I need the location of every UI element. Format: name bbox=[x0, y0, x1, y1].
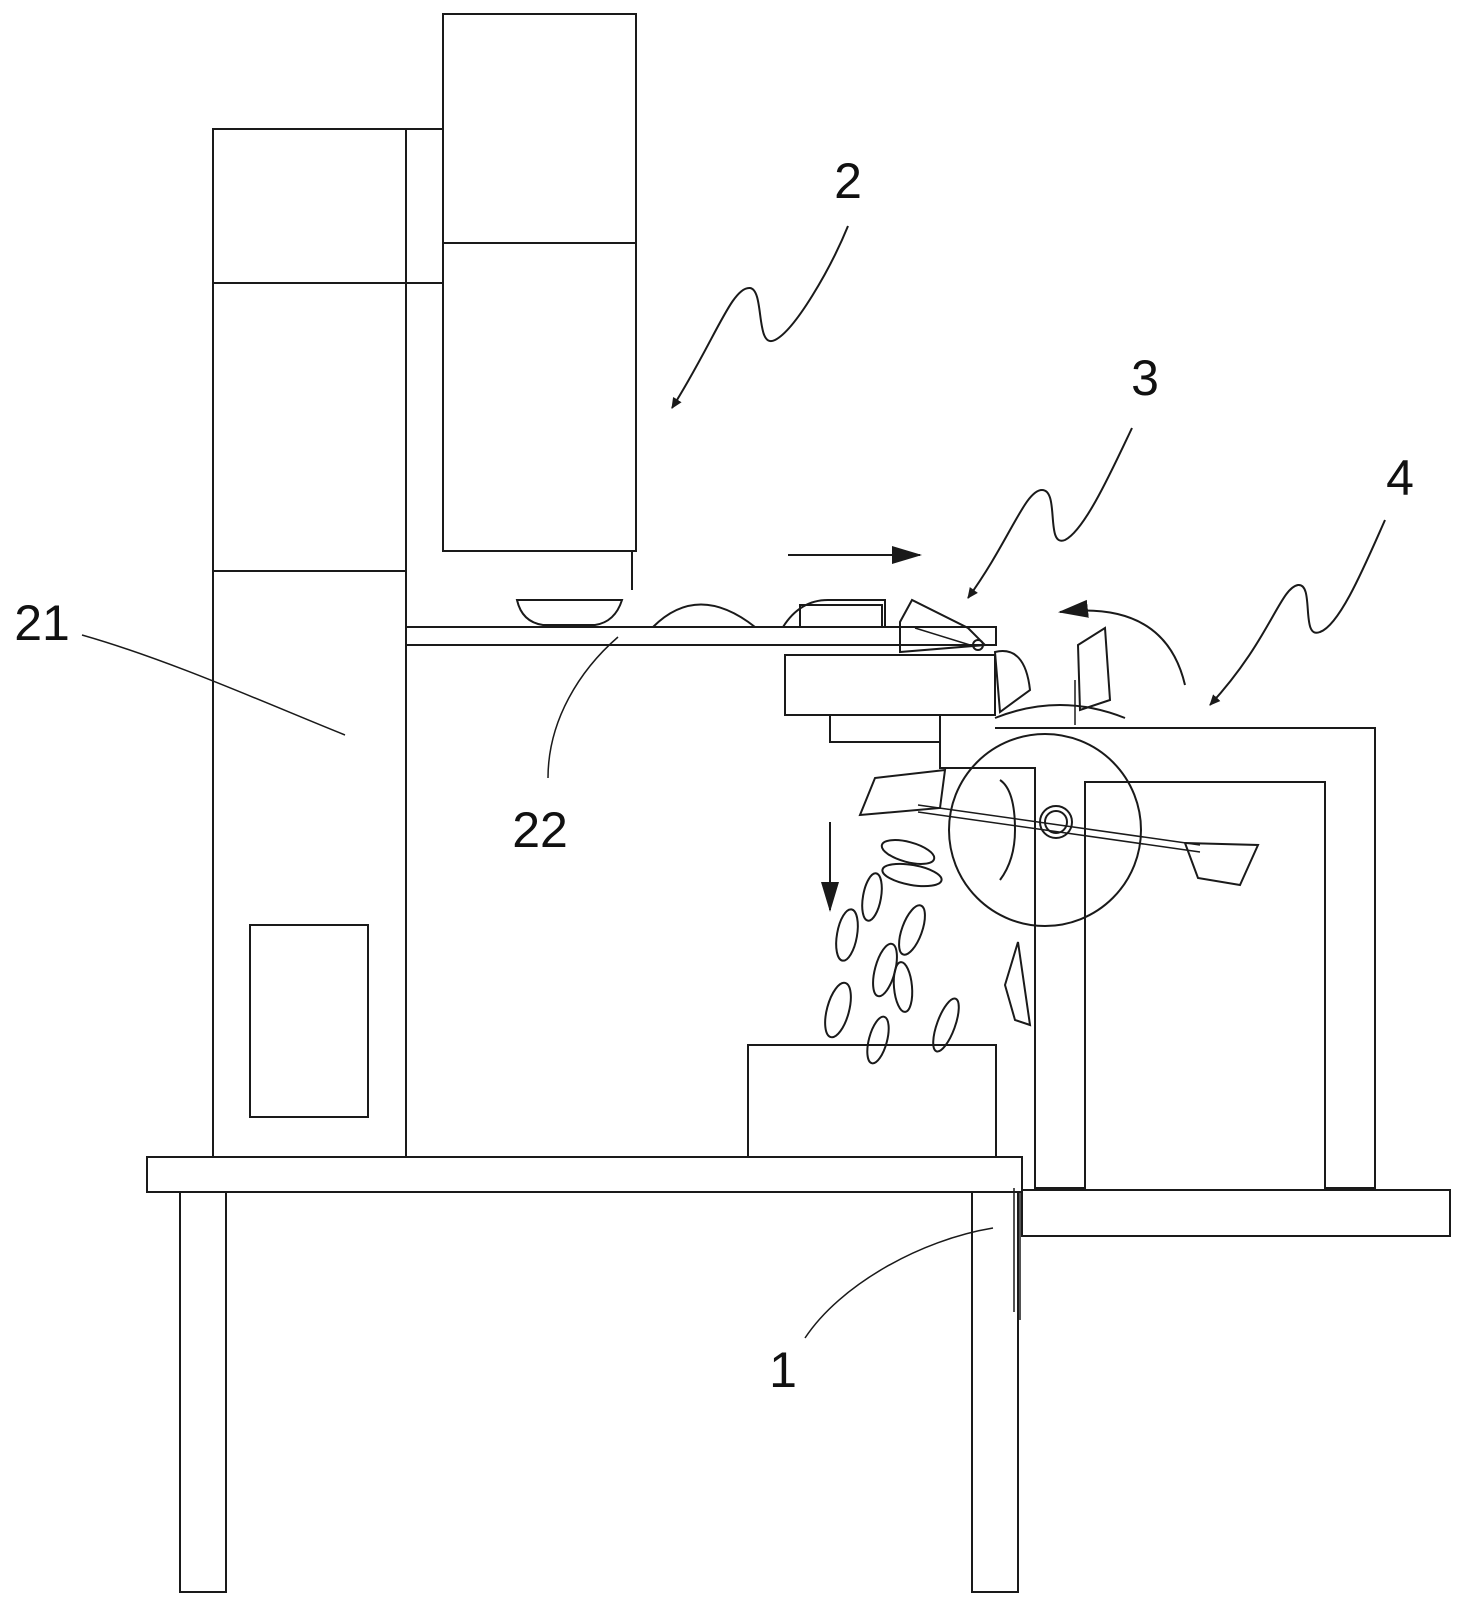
label-conveyor-track: 22 bbox=[512, 802, 568, 858]
leader-line-4 bbox=[1209, 519, 1386, 706]
cutting-mechanism bbox=[858, 626, 1376, 1189]
conveyor-track bbox=[405, 599, 997, 646]
leader-line-21 bbox=[81, 634, 346, 736]
base-table bbox=[146, 1156, 1451, 1593]
leader-line-1 bbox=[804, 1227, 994, 1339]
leader-line-2 bbox=[671, 225, 849, 409]
leader-line-3 bbox=[967, 427, 1133, 599]
label-storage-cabinet: 21 bbox=[14, 595, 70, 651]
collection-box bbox=[747, 1044, 997, 1158]
leader-line-22 bbox=[547, 636, 619, 779]
label-feeding-mechanism: 2 bbox=[834, 153, 862, 209]
rotation-arrow-icon bbox=[1058, 599, 1186, 686]
clamping-mechanism bbox=[784, 598, 1032, 743]
label-base-table: 1 bbox=[769, 1342, 797, 1398]
storage-cabinet bbox=[212, 128, 443, 1158]
sliced-pieces bbox=[824, 839, 960, 1065]
label-cutting-mechanism: 4 bbox=[1386, 450, 1414, 506]
feeding-mechanism bbox=[213, 13, 637, 590]
label-clamping-mechanism: 3 bbox=[1131, 350, 1159, 406]
